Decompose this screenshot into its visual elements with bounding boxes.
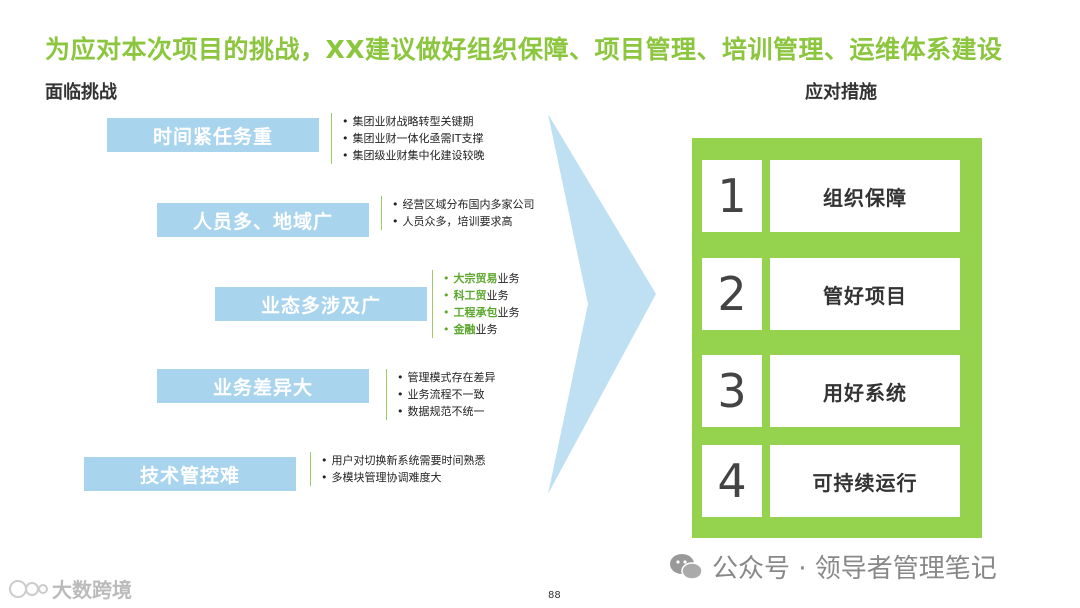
challenge-box: 业态多涉及广: [215, 287, 427, 321]
bullet-item: 集团级业财集中化建设较晚: [342, 147, 485, 164]
measures-heading: 应对措施: [805, 82, 877, 103]
challenge-bullets: 大宗贸易业务 科工贸业务 工程承包业务 金融业务: [432, 270, 520, 338]
measure-label: 可持续运行: [770, 445, 960, 517]
bullet-item: 业务流程不一致: [397, 386, 496, 403]
chevron-arrow-icon: [548, 114, 656, 494]
measure-label: 用好系统: [770, 355, 960, 427]
challenge-box: 技术管控难: [84, 457, 296, 491]
bullet-item: 人员众多，培训要求高: [392, 213, 535, 230]
bullet-item: 多模块管理协调难度大: [321, 469, 486, 486]
challenge-box: 业务差异大: [157, 369, 369, 403]
challenge-box: 时间紧任务重: [107, 118, 319, 152]
bullet-item: 大宗贸易业务: [443, 270, 520, 287]
challenge-bullets: 集团业财战略转型关键期 集团业财一体化亟需IT支撑 集团级业财集中化建设较晚: [331, 113, 485, 164]
brand-logo: 大数跨境: [8, 574, 132, 603]
measure-number: 1: [702, 160, 762, 232]
watermark-text: 公众号 · 领导者管理笔记: [712, 554, 997, 584]
challenges-heading: 面临挑战: [45, 82, 117, 103]
challenge-bullets: 管理模式存在差异 业务流程不一致 数据规范不统一: [386, 369, 496, 420]
bullet-item: 科工贸业务: [443, 287, 520, 304]
bullet-item: 用户对切换新系统需要时间熟悉: [321, 452, 486, 469]
challenge-bullets: 经营区域分布国内多家公司 人员众多，培训要求高: [381, 196, 535, 230]
challenge-box: 人员多、地域广: [157, 203, 369, 237]
measure-number: 3: [702, 355, 762, 427]
measures-panel: 1 组织保障 2 管好项目 3 用好系统 4 可持续运行: [692, 138, 982, 538]
measure-label: 组织保障: [770, 160, 960, 232]
wechat-icon: [670, 553, 703, 580]
page-number: 88: [548, 590, 561, 601]
bullet-item: 数据规范不统一: [397, 403, 496, 420]
page-title: 为应对本次项目的挑战，XX建议做好组织保障、项目管理、培训管理、运维体系建设: [45, 35, 1003, 64]
bullet-item: 工程承包业务: [443, 304, 520, 321]
bullet-item: 集团业财一体化亟需IT支撑: [342, 130, 485, 147]
challenge-bullets: 用户对切换新系统需要时间熟悉 多模块管理协调难度大: [310, 452, 486, 486]
bullet-item: 管理模式存在差异: [397, 369, 496, 386]
measure-number: 4: [702, 445, 762, 517]
measure-number: 2: [702, 258, 762, 330]
measure-label: 管好项目: [770, 258, 960, 330]
logo-text: 大数跨境: [52, 578, 132, 602]
bullet-item: 金融业务: [443, 321, 520, 338]
watermark: 公众号 · 领导者管理笔记: [668, 548, 997, 585]
logo-icon: [9, 579, 48, 598]
bullet-item: 经营区域分布国内多家公司: [392, 196, 535, 213]
bullet-item: 集团业财战略转型关键期: [342, 113, 485, 130]
